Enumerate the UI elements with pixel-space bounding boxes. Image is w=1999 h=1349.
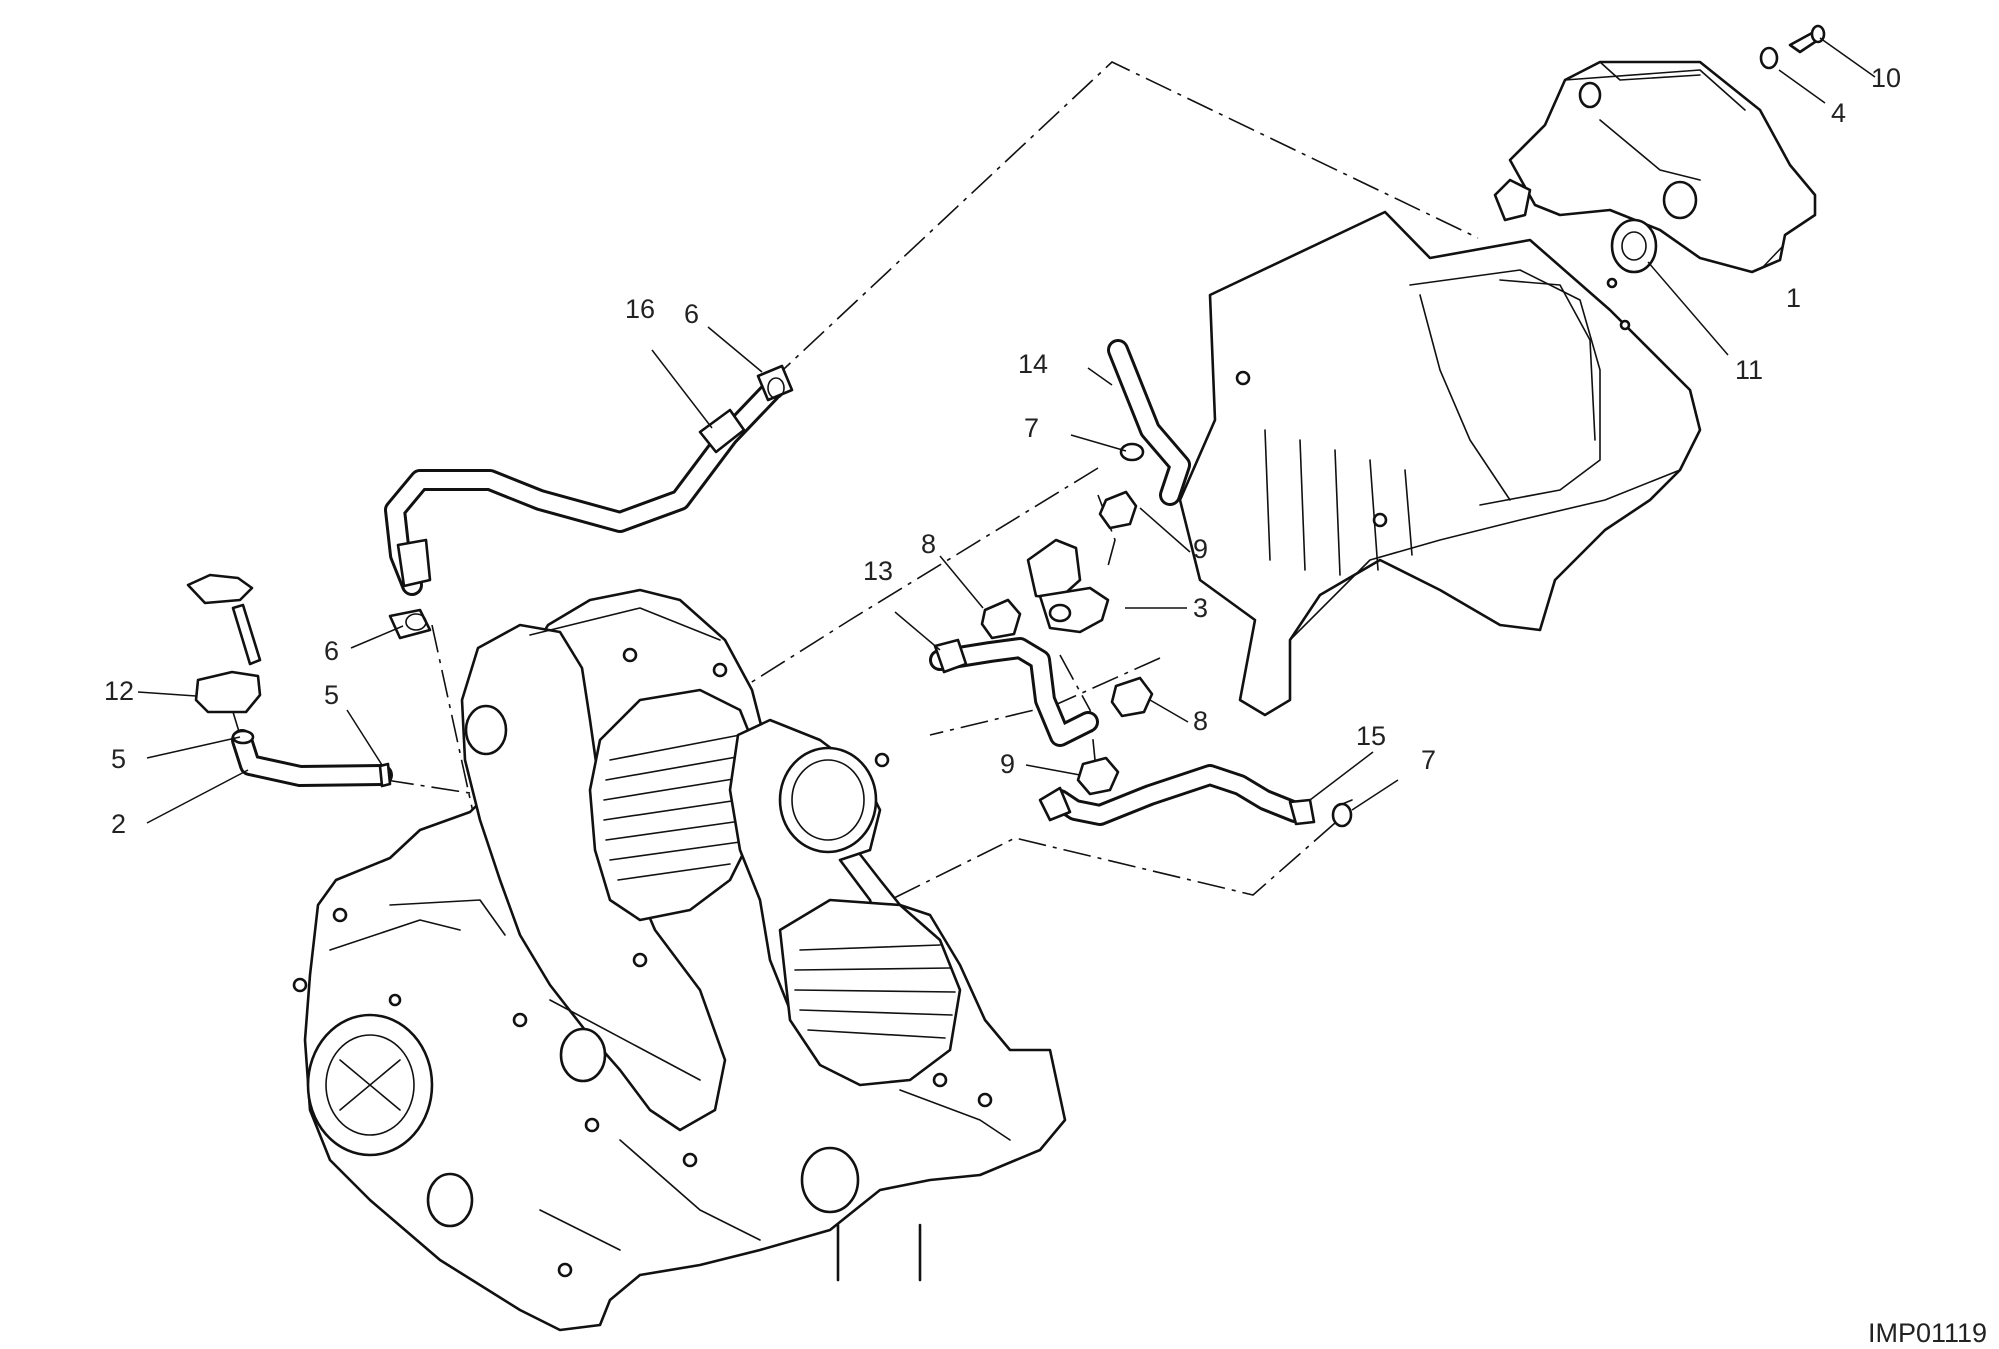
airbox-shell xyxy=(1178,210,1702,717)
hose-15 xyxy=(1038,764,1316,826)
callout-16: 16 xyxy=(625,294,655,324)
callout-6-lower: 6 xyxy=(324,636,339,666)
grommet-11 xyxy=(1610,218,1658,274)
engine-cylinder xyxy=(588,688,762,922)
purge-valve-3 xyxy=(1026,538,1110,634)
callout-5-left: 5 xyxy=(111,744,126,774)
engine-oil-filter xyxy=(426,1172,474,1228)
hose-14 xyxy=(1107,339,1191,506)
hose-13 xyxy=(929,637,1099,747)
engine-cylinder-fins xyxy=(603,734,753,881)
clamp-6-upper xyxy=(756,364,794,402)
clamp-5-lower xyxy=(231,729,255,745)
callout-7-lower: 7 xyxy=(1421,745,1436,775)
engine-pulley-rear xyxy=(800,1146,860,1214)
clamp-7-lower xyxy=(1331,799,1353,828)
callout-8-upper: 8 xyxy=(921,529,936,559)
callout-15: 15 xyxy=(1356,721,1386,751)
callout-9-lower: 9 xyxy=(1000,749,1015,779)
engine-pulley-front xyxy=(559,1027,607,1083)
callout-1: 1 xyxy=(1786,283,1801,313)
washer-4 xyxy=(1759,46,1779,70)
callout-4: 4 xyxy=(1831,98,1846,128)
callout-6-upper: 6 xyxy=(684,299,699,329)
connector-9-upper xyxy=(1098,490,1138,530)
intake-throat xyxy=(778,746,878,854)
hose-16 xyxy=(384,381,781,596)
callout-2: 2 xyxy=(111,809,126,839)
callout-14: 14 xyxy=(1018,349,1048,379)
clamp-6-lower xyxy=(388,608,432,640)
leader-lines xyxy=(137,37,1876,824)
airbox-cover xyxy=(1178,210,1702,717)
engine-rear-fins xyxy=(794,944,956,1039)
canister-body xyxy=(1508,60,1817,274)
connector-8-lower xyxy=(1110,676,1154,718)
callout-10: 10 xyxy=(1871,63,1901,93)
callout-5-upper: 5 xyxy=(324,680,339,710)
airbox-ribs xyxy=(1264,429,1413,576)
engine-cam-pulley xyxy=(464,704,508,756)
engine-bolts xyxy=(292,647,993,1278)
callout-12: 12 xyxy=(104,676,134,706)
callout-7-upper: 7 xyxy=(1024,413,1039,443)
callout-8-lower: 8 xyxy=(1193,706,1208,736)
clamp-7-upper xyxy=(1119,442,1145,462)
callout-numbers: 1 2 3 4 5 5 6 6 7 7 8 8 9 9 10 11 12 13 … xyxy=(104,63,1901,839)
callout-13: 13 xyxy=(863,556,893,586)
callout-3: 3 xyxy=(1193,593,1208,623)
purge-valve-12 xyxy=(186,573,262,736)
connector-8-upper xyxy=(980,598,1022,640)
screw-10 xyxy=(1788,24,1826,54)
connector-9-lower xyxy=(1076,756,1120,796)
engine-assembly xyxy=(292,588,1067,1332)
engine-crankcase xyxy=(303,588,1067,1332)
clamp-5-upper xyxy=(378,762,392,788)
diagram-reference-code: IMP01119 xyxy=(1868,1318,1987,1348)
engine-belt-cover xyxy=(460,623,727,1132)
canister-nozzle xyxy=(1493,178,1532,222)
callout-9-upper: 9 xyxy=(1193,534,1208,564)
callout-11: 11 xyxy=(1735,355,1763,385)
evap-canister xyxy=(1493,60,1817,274)
hose-2 xyxy=(231,729,393,787)
